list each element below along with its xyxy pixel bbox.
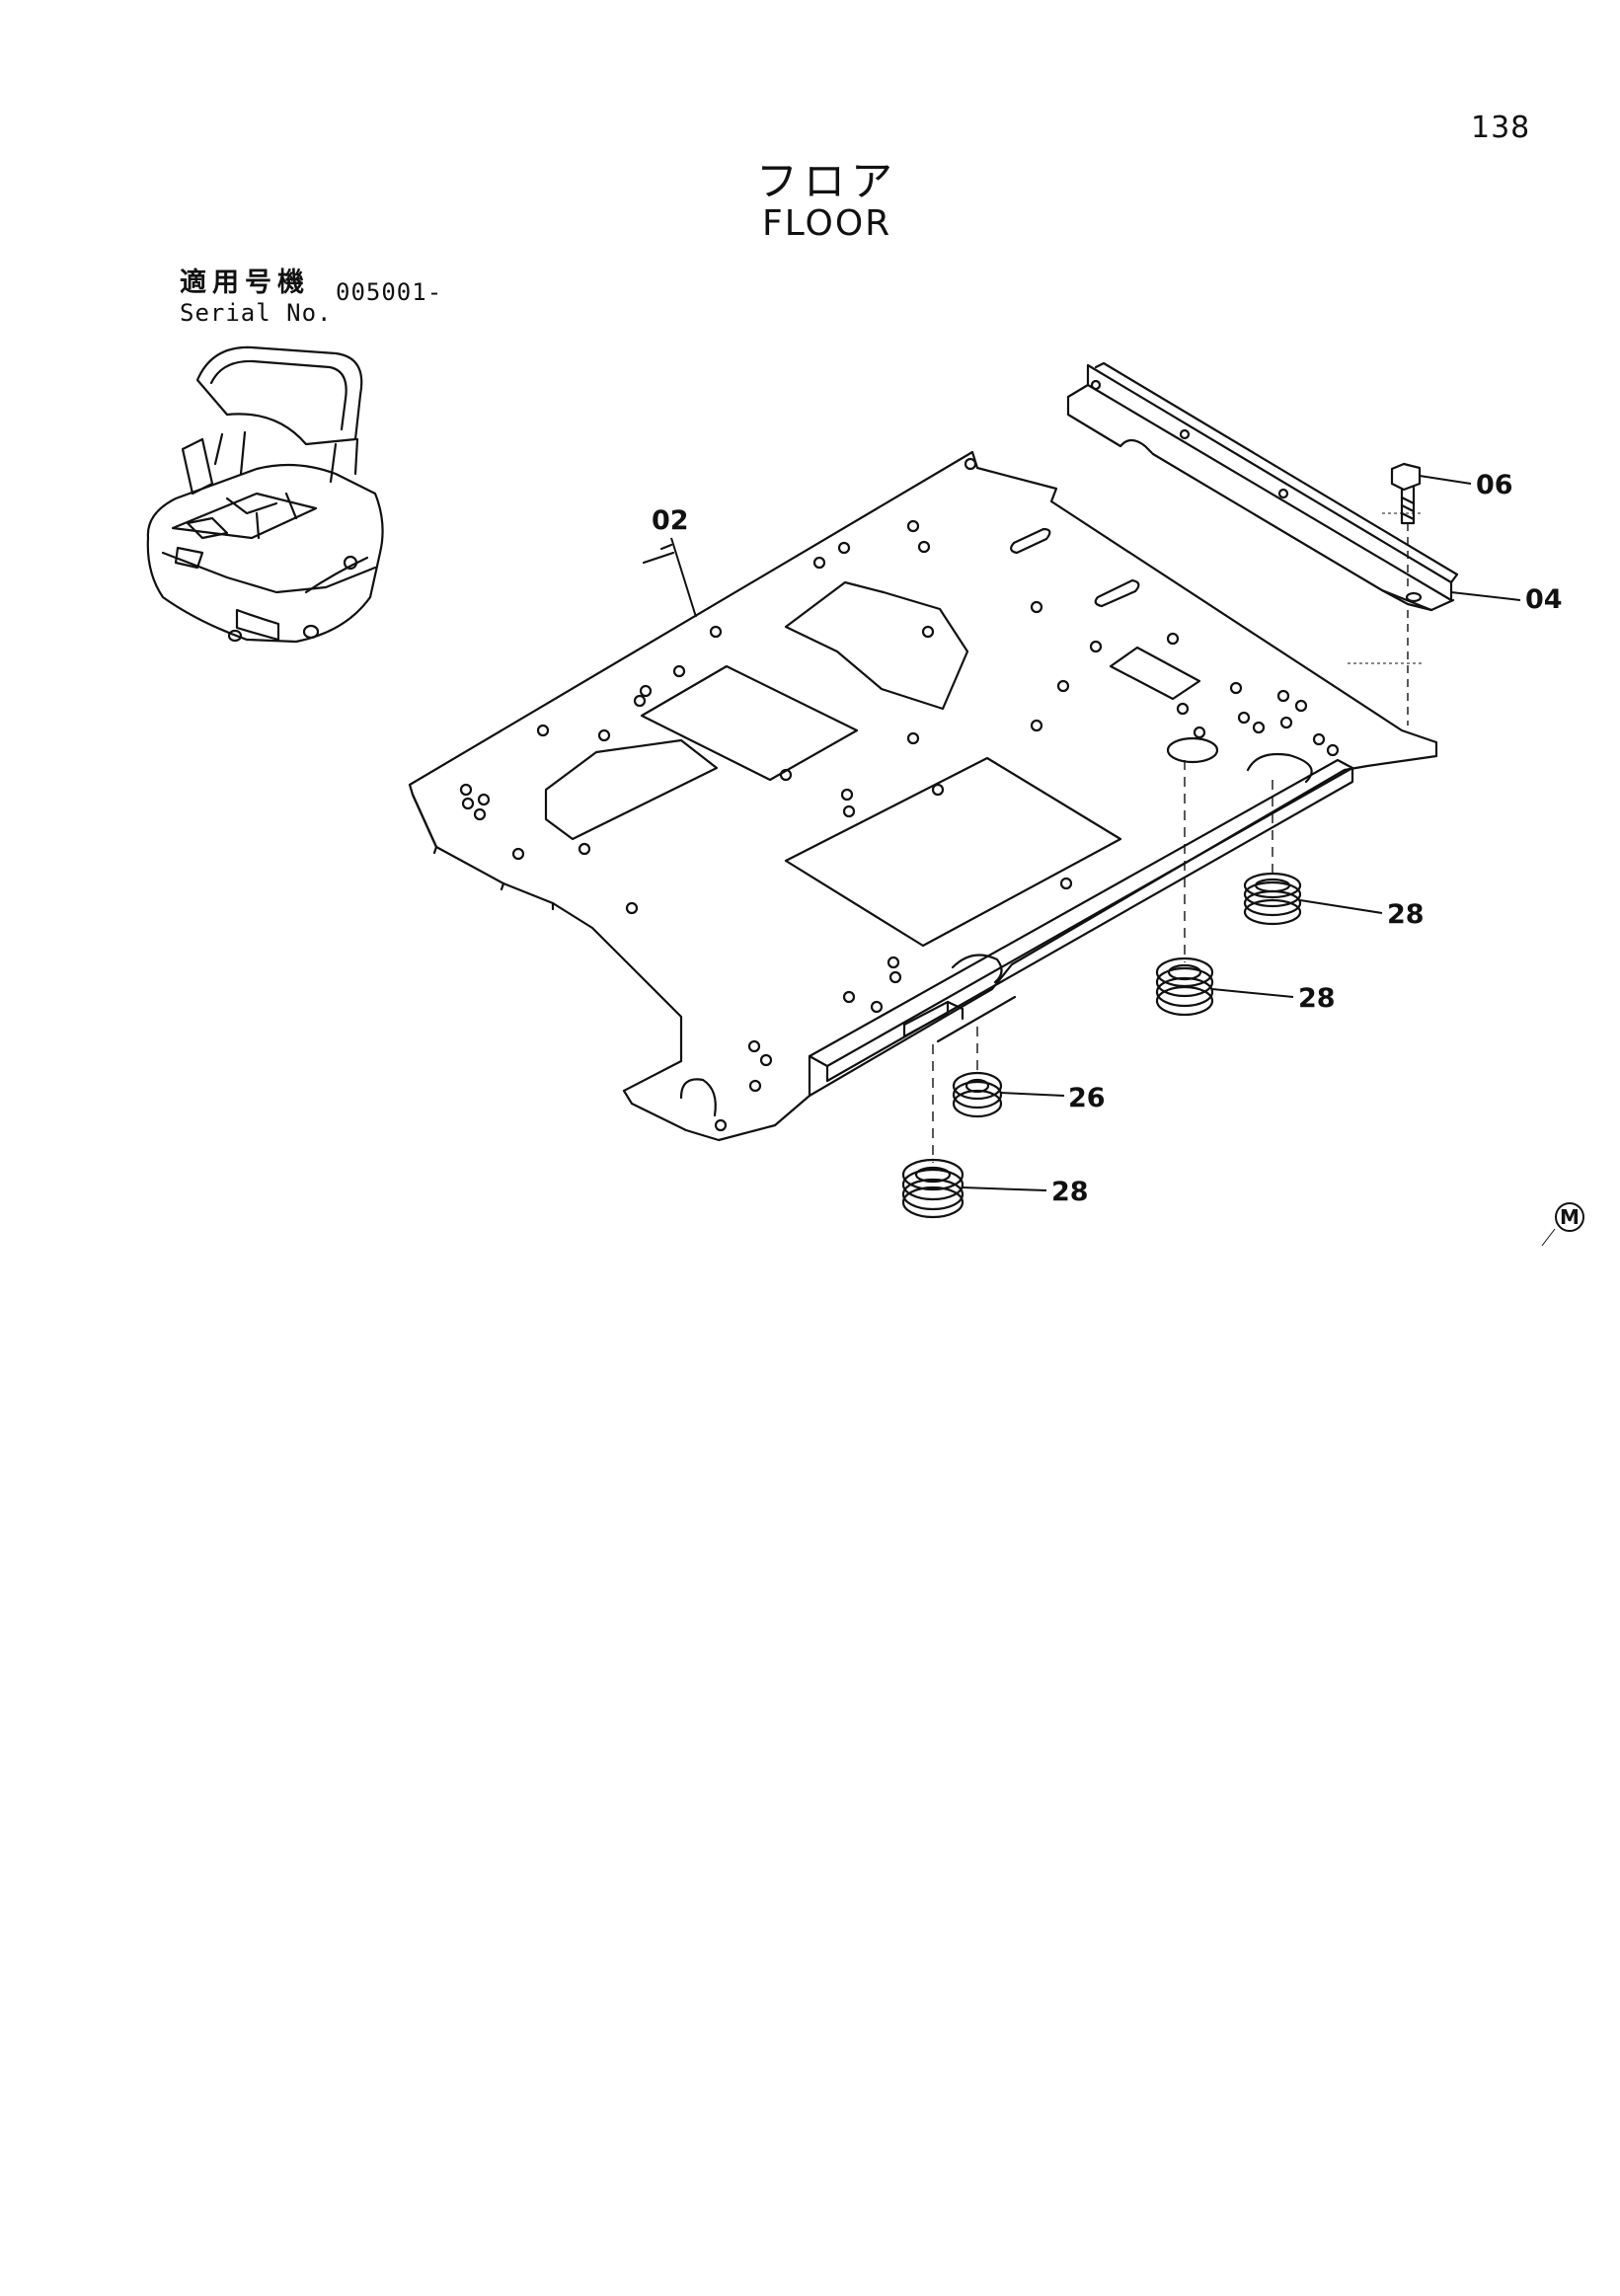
callout-26: 26 (1068, 1083, 1106, 1113)
callout-04: 04 (1525, 584, 1563, 615)
floor-plate (408, 450, 1438, 1142)
leader-02 (670, 537, 697, 618)
callout-02: 02 (652, 505, 689, 536)
leader-04 (1450, 591, 1521, 601)
leader-28c (962, 1186, 1047, 1191)
machine-thumbnail (146, 345, 384, 644)
manufacturer-marker: M (1555, 1202, 1584, 1232)
cutout-right-rect (1109, 646, 1201, 701)
callout-28-upper: 28 (1387, 899, 1425, 930)
cutout-left (544, 738, 719, 841)
title-japanese: フロア (756, 157, 899, 205)
mounting-holes (459, 457, 1340, 1132)
grommet-small (952, 1071, 1003, 1118)
bolt (1390, 462, 1422, 525)
serial-label-japanese: 適用号機 (180, 268, 310, 298)
cutout-center-large (784, 756, 1122, 948)
grommet-bottom (901, 1158, 964, 1219)
serial-label-english: Serial No. (180, 299, 333, 327)
callout-28-lower: 28 (1051, 1177, 1089, 1207)
leader-26 (1000, 1092, 1065, 1097)
serial-number-value: 005001- (336, 278, 443, 306)
page-number: 138 (1471, 111, 1531, 145)
leader-06 (1419, 475, 1472, 485)
leader-28a (1299, 899, 1383, 914)
callout-28-middle: 28 (1298, 983, 1336, 1014)
leader-28b (1211, 988, 1294, 998)
cutout-center-top (784, 580, 969, 711)
title-english: FLOOR (762, 203, 892, 244)
grommet-middle (1155, 957, 1214, 1017)
grommet-top-right (1243, 872, 1302, 926)
angle-bracket (1066, 361, 1459, 612)
front-rail (808, 758, 1354, 1098)
cutout-upper-left (640, 664, 859, 782)
callout-06: 06 (1476, 470, 1513, 500)
marker-letter: M (1560, 1205, 1580, 1229)
